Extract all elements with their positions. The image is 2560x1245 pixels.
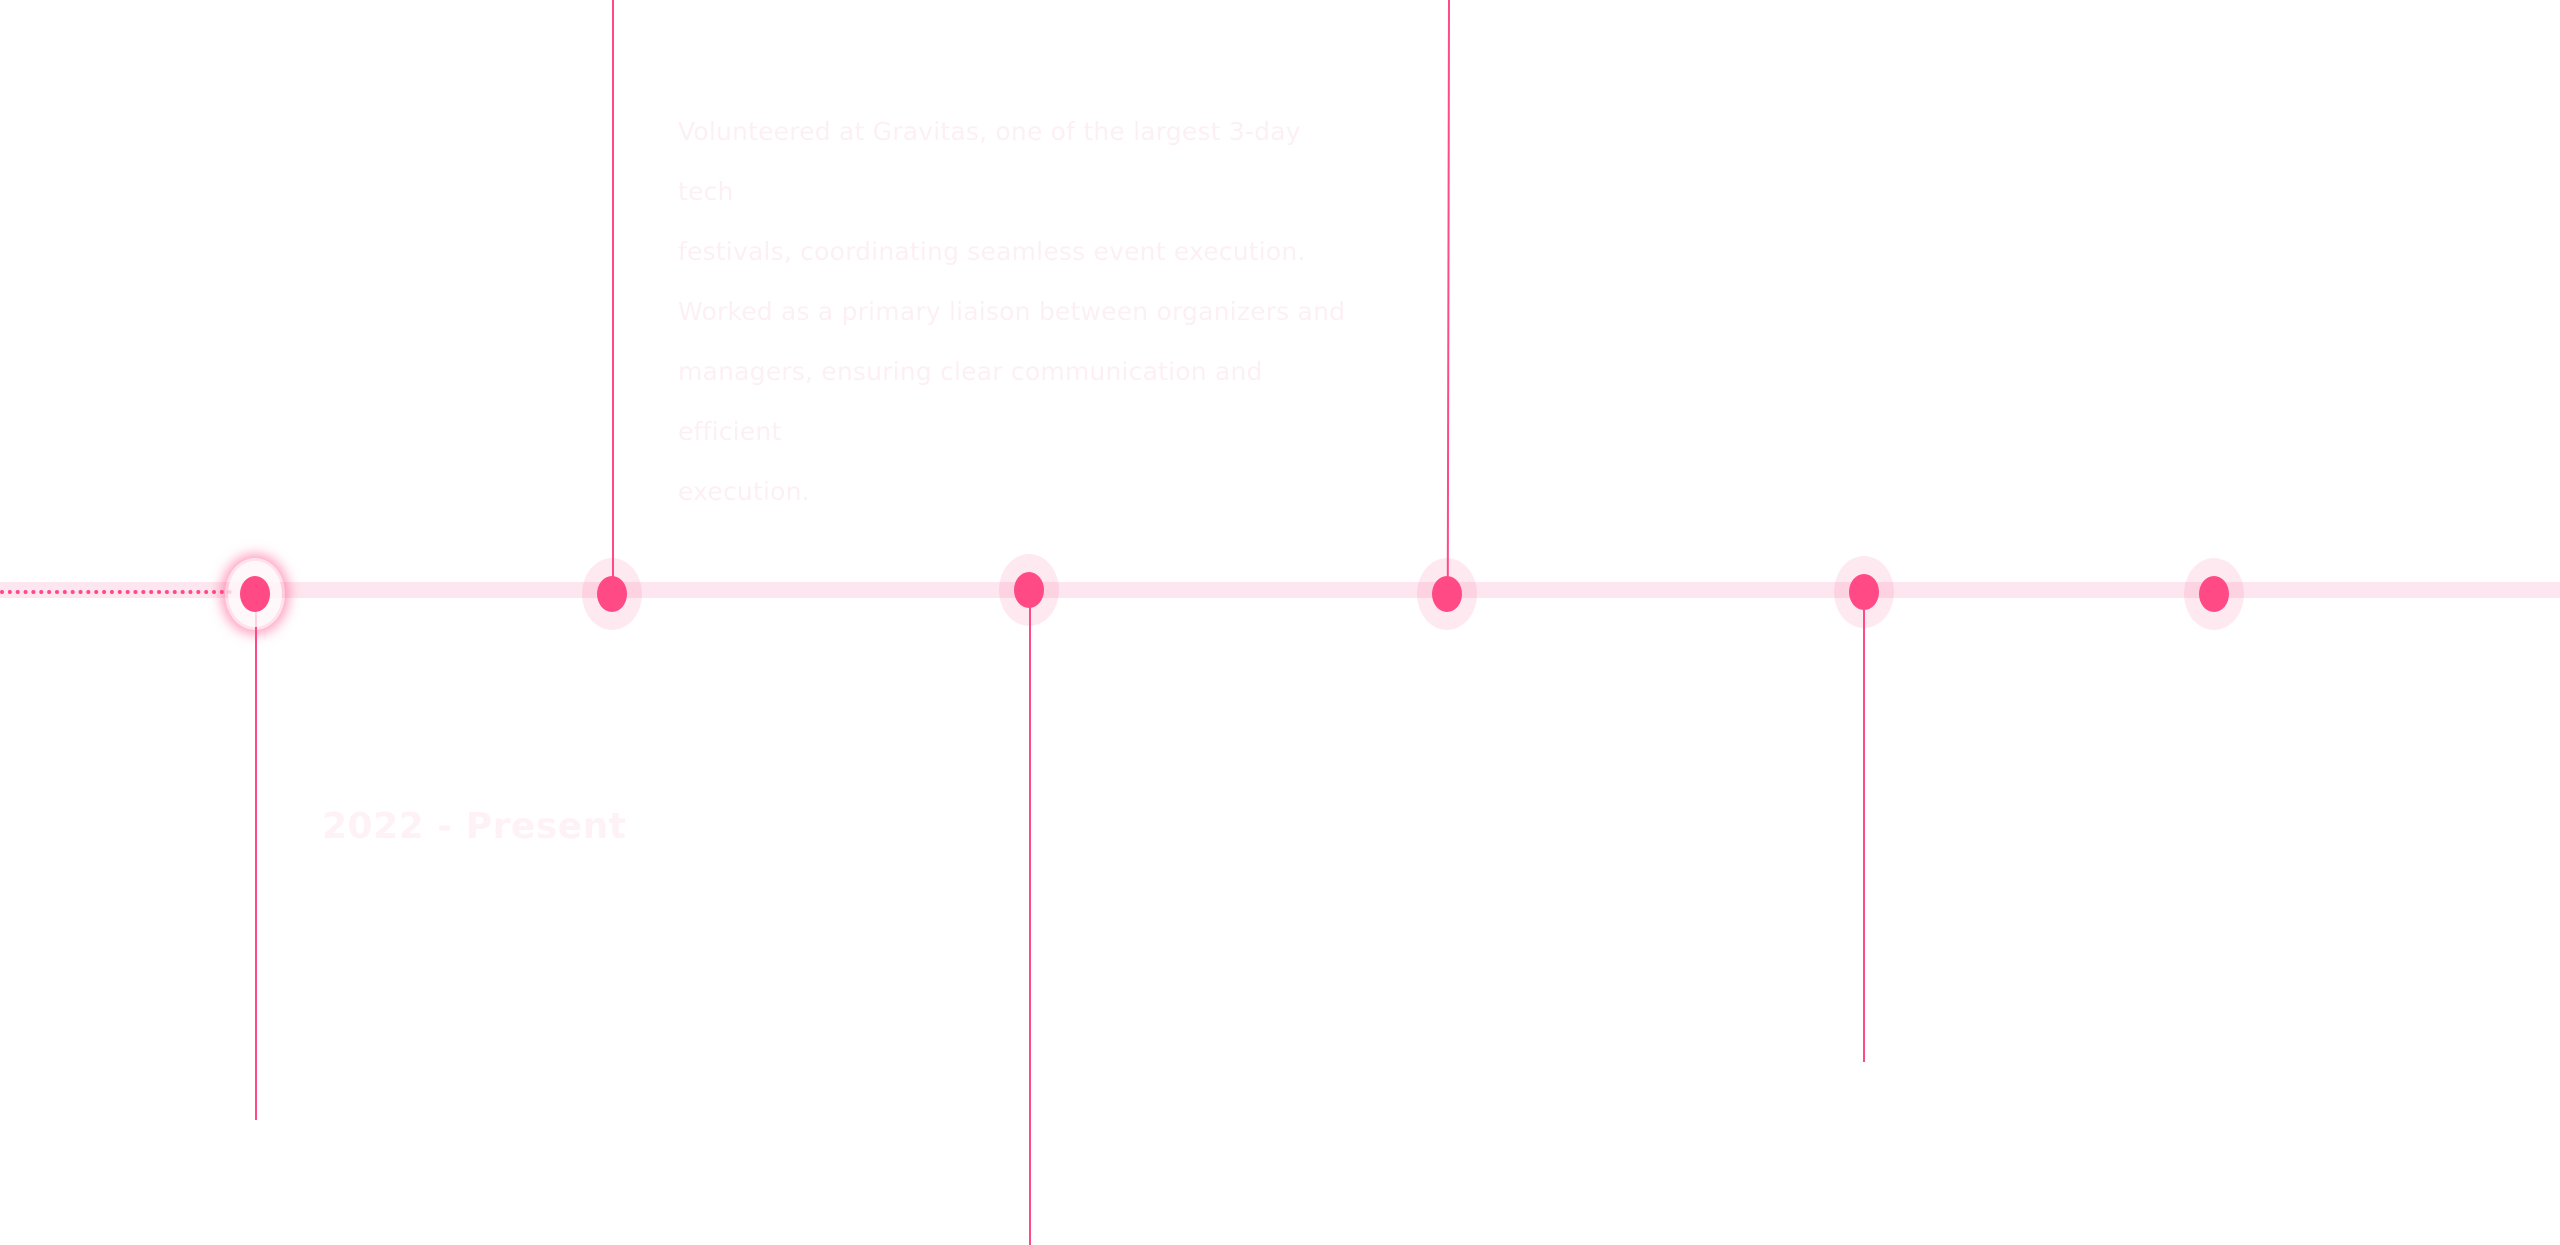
description-line-4: managers, ensuring clear communication a…	[678, 357, 1263, 446]
description-line-2: festivals, coordinating seamless event e…	[678, 237, 1306, 266]
connector-line-4	[1446, 0, 1450, 581]
timeline-progress-dotted	[0, 590, 232, 594]
timeline-node-2[interactable]	[582, 558, 642, 630]
connector-line-2	[612, 0, 614, 580]
connector-line-5	[1863, 600, 1865, 1062]
timeline-node-1[interactable]	[225, 558, 285, 630]
timeline-node-dot	[1849, 574, 1879, 610]
description-line-3: Worked as a primary liaison between orga…	[678, 297, 1346, 326]
timeline-node-6[interactable]	[2184, 558, 2244, 630]
timeline-node-5[interactable]	[1834, 556, 1894, 628]
description-line-5: execution.	[678, 477, 810, 506]
timeline-node-dot	[240, 576, 270, 612]
timeline-node-dot	[2199, 576, 2229, 612]
connector-line-1	[255, 600, 257, 1120]
timeline-node-dot	[1014, 572, 1044, 608]
entry-date: 2022 - Present	[322, 806, 627, 847]
timeline-node-dot	[597, 576, 627, 612]
timeline-track	[0, 582, 2560, 598]
connector-line-3	[1029, 600, 1031, 1245]
description-line-1: Volunteered at Gravitas, one of the larg…	[678, 117, 1301, 206]
timeline-node-3[interactable]	[999, 554, 1059, 626]
timeline-node-dot	[1432, 576, 1462, 612]
timeline-node-4[interactable]	[1417, 558, 1477, 630]
entry-description: Volunteered at Gravitas, one of the larg…	[678, 102, 1358, 522]
